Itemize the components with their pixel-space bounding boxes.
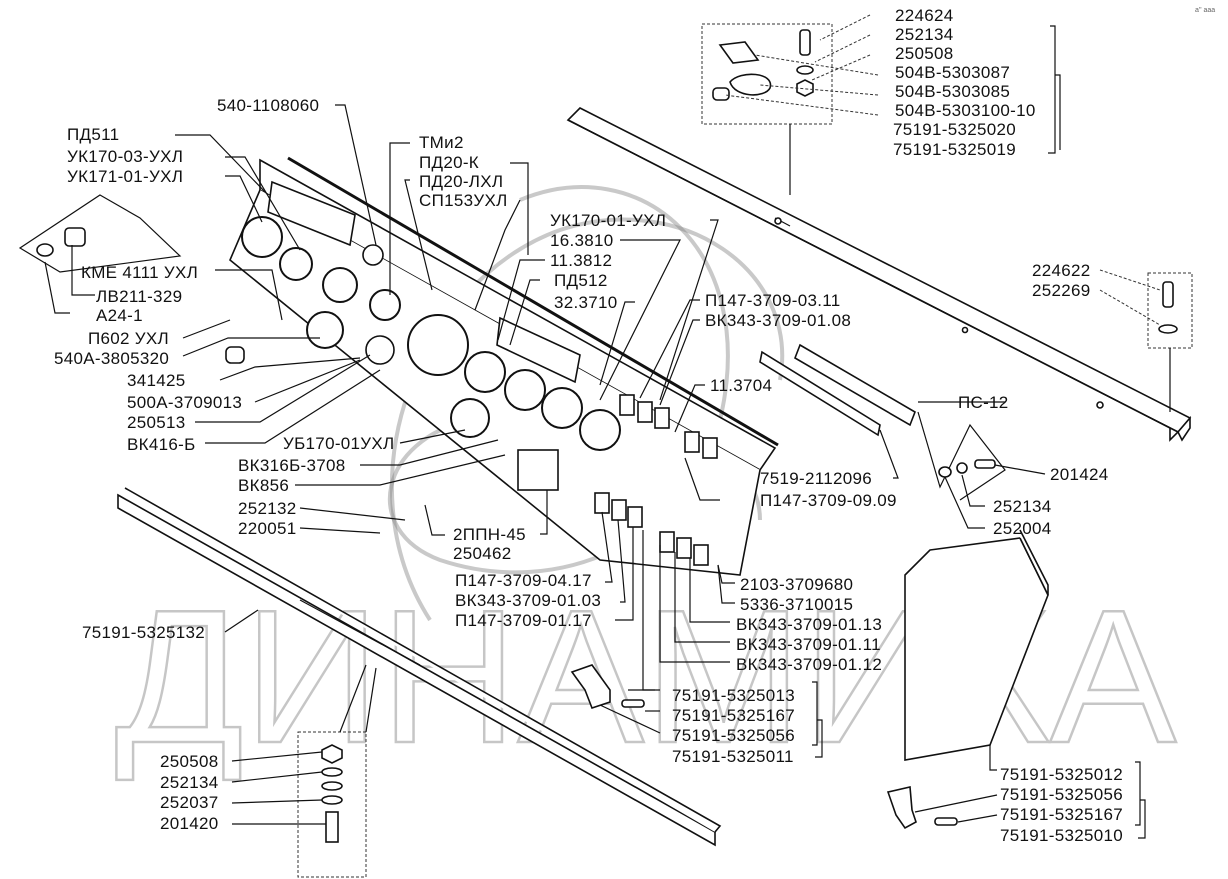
labels-switch-right: 2103-3709680 5336-3710015 ВК343-3709-01.…	[736, 575, 882, 674]
part-label: ВК343-3709-01.11	[736, 635, 881, 654]
part-label: 504В-5303087	[895, 63, 1010, 82]
labels-center-middle: УК170-01-УХЛ 16.3810 11.3812 ПД512 32.37…	[550, 211, 666, 312]
part-label: 75191-5325020	[893, 120, 1016, 139]
part-label: ПС-12	[958, 393, 1009, 412]
watermark-logo-arc	[389, 217, 784, 622]
part-label: 75191-5325056	[672, 726, 795, 745]
part-label: ПД511	[67, 125, 119, 144]
part-label: 75191-5325167	[672, 706, 795, 725]
part-label: 540-1108060	[217, 96, 319, 115]
part-label: 75191-5325019	[893, 140, 1016, 159]
busbar	[759, 343, 1006, 501]
part-label: СП153УХЛ	[419, 191, 508, 210]
part-label: 11.3704	[710, 376, 772, 395]
part-label: 341425	[127, 371, 186, 390]
part-label: П147-3709-03.11	[705, 291, 841, 310]
part-label: 250508	[895, 44, 954, 63]
part-label: ВК416-Б	[127, 435, 196, 454]
part-label: ТМи2	[419, 133, 464, 152]
labels-busbar: ПС-12 201424 252134 252004 7519-2112096 …	[760, 393, 1109, 538]
part-label: ПД20-ЛХЛ	[419, 172, 503, 191]
part-label: 504В-5303100-10	[895, 101, 1036, 120]
labels-center-upper: ТМи2 ПД20-К ПД20-ЛХЛ СП153УХЛ	[419, 133, 508, 210]
part-label: 500А-3709013	[127, 393, 242, 412]
labels-top-right: 224624 252134 250508 504В-5303087 504В-5…	[893, 6, 1036, 159]
part-label: ПД20-К	[419, 153, 479, 172]
part-label: П147-3709-01.17	[455, 611, 592, 630]
lamp-detail	[18, 194, 182, 273]
part-label: А24-1	[96, 306, 143, 325]
labels-right-mount: 224622 252269	[1032, 261, 1091, 300]
part-label: 75191-5325012	[1000, 765, 1123, 784]
part-label: 75191-5325011	[672, 747, 794, 766]
right-mount-detail	[1147, 272, 1193, 349]
labels-bottom-right: 75191-5325012 75191-5325056 75191-532516…	[1000, 765, 1123, 845]
clip-bottom-right	[886, 786, 958, 830]
labels-trim: 75191-5325132	[82, 623, 205, 642]
panel-parts	[18, 23, 1193, 878]
part-label: 75191-5325132	[82, 623, 205, 642]
part-label: П147-3709-04.17	[455, 571, 592, 590]
part-label: 252132	[238, 499, 297, 518]
part-label: ВК343-3709-01.03	[455, 591, 601, 610]
part-label: 75191-5325013	[672, 686, 795, 705]
part-label: 252004	[993, 519, 1052, 538]
part-label: 250462	[453, 544, 512, 563]
part-label: УК171-01-УХЛ	[67, 167, 183, 186]
leader-lines	[44, 14, 1171, 839]
part-label: 16.3810	[550, 231, 614, 250]
labels-switch-upper: П147-3709-03.11 ВК343-3709-01.08 11.3704	[705, 291, 851, 395]
top-bracket	[566, 107, 1192, 442]
part-label: КМЕ 4111 УХЛ	[81, 263, 198, 282]
part-label: 252134	[895, 25, 954, 44]
labels-bottom-fasteners: 250508 252134 252037 201420	[160, 752, 219, 833]
part-label: 252037	[160, 793, 219, 812]
labels-bottom-center: 75191-5325013 75191-5325167 75191-532505…	[672, 686, 795, 766]
part-label: ВК856	[238, 476, 289, 495]
part-label: ВК316Б-3708	[238, 456, 346, 475]
part-label: 2ППН-45	[453, 525, 526, 544]
part-label: ЛВ211-329	[96, 287, 182, 306]
part-label: 224624	[895, 6, 954, 25]
part-label: 252269	[1032, 281, 1091, 300]
part-label: 5336-3710015	[740, 595, 853, 614]
part-label: 2103-3709680	[740, 575, 853, 594]
part-label: ПД512	[554, 271, 608, 290]
part-label: 7519-2112096	[760, 469, 872, 488]
part-label: П147-3709-09.09	[760, 491, 897, 510]
labels-switch-lower: П147-3709-04.17 ВК343-3709-01.03 П147-37…	[455, 571, 601, 630]
part-label: 224622	[1032, 261, 1091, 280]
part-label: 250513	[127, 413, 186, 432]
part-label: 250508	[160, 752, 219, 771]
part-label: ВК343-3709-01.12	[736, 655, 882, 674]
part-label: УК170-01-УХЛ	[550, 211, 666, 230]
part-label: 75191-5325056	[1000, 785, 1123, 804]
part-label: УК170-03-УХЛ	[67, 147, 183, 166]
part-label: 75191-5325167	[1000, 805, 1123, 824]
labels-left-upper: 540-1108060 ПД511 УК170-03-УХЛ УК171-01-…	[67, 96, 319, 186]
clip-center	[570, 664, 645, 709]
dashboard-panel	[225, 156, 779, 576]
part-label: 11.3812	[550, 251, 612, 270]
part-label: 32.3710	[554, 293, 618, 312]
part-label: 75191-5325010	[1000, 826, 1123, 845]
labels-left-middle: КМЕ 4111 УХЛ ЛВ211-329 А24-1 П602 УХЛ 54…	[54, 263, 242, 454]
part-label: 201420	[160, 814, 219, 833]
part-label: 252134	[160, 773, 219, 792]
part-label: ВК343-3709-01.08	[705, 311, 851, 330]
part-label: 504В-5303085	[895, 82, 1010, 101]
part-label: 220051	[238, 519, 297, 538]
part-label: УБ170-01УХЛ	[283, 434, 394, 453]
top-mount-detail	[701, 23, 833, 195]
part-label: 201424	[1050, 465, 1109, 484]
labels-left-lower: УБ170-01УХЛ ВК316Б-3708 ВК856 252132 220…	[238, 434, 526, 563]
corner-mark: a'' aaa	[1195, 7, 1215, 14]
part-label: 252134	[993, 497, 1052, 516]
part-label: П602 УХЛ	[88, 329, 169, 348]
bottom-fastener-stack	[297, 731, 367, 878]
part-label: ВК343-3709-01.13	[736, 615, 882, 634]
part-label: 540А-3805320	[54, 349, 169, 368]
trim-strip	[117, 487, 722, 847]
